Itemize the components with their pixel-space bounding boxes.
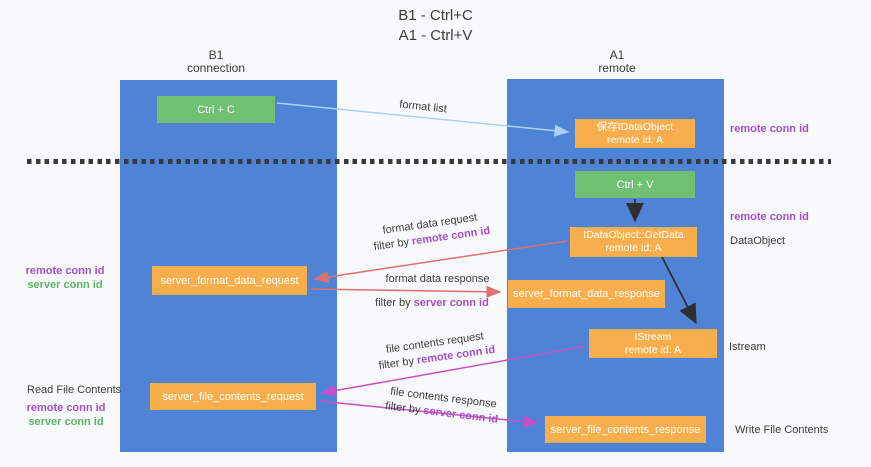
left-remote-conn-id-bottom: remote conn id: [26, 402, 106, 414]
left-conn-id-stack-bottom: remote conn id server conn id: [25, 401, 107, 429]
istream-box-line2: remote id: A: [624, 343, 682, 356]
lane-header-b1: B1 connection: [166, 49, 266, 75]
lane-header-a1: A1 remote: [567, 49, 667, 75]
filter-by-text: filter by: [384, 400, 422, 417]
server-file-contents-response-box: server_file_contents_response: [545, 416, 706, 443]
idataobject-getdata-line1: IDataObject::GetData: [583, 229, 684, 241]
istream-side-label: Istream: [729, 341, 766, 353]
idataobject-getdata-box: IDataObject::GetData remote id: A: [570, 227, 697, 257]
lane-a1-role: remote: [598, 61, 636, 75]
right-remote-conn-id-top: remote conn id: [730, 123, 809, 135]
idataobject-getdata-line2: remote id: A: [605, 242, 662, 254]
arrow-format-data-response: [310, 285, 502, 298]
server-format-data-request-label: server_format_data_request: [160, 274, 299, 287]
file-contents-request-label: file contents request filter byremote co…: [371, 327, 502, 375]
session-divider-dashed-line: [27, 159, 831, 164]
filter-server-conn-id: server conn id: [413, 297, 489, 309]
save-idataobject-line1: 保存IDataObject: [596, 120, 674, 133]
diagram-title: B1 - Ctrl+C A1 - Ctrl+V: [0, 6, 871, 46]
lane-b1-name: B1: [208, 48, 224, 62]
left-conn-id-stack-top: remote conn id server conn id: [24, 264, 106, 292]
filter-by-text: filter by: [375, 297, 411, 309]
server-file-contents-response-label: server_file_contents_response: [550, 423, 701, 436]
server-file-contents-request-box: server_file_contents_request: [150, 383, 316, 410]
server-file-contents-request-label: server_file_contents_request: [162, 390, 304, 403]
server-format-data-request-box: server_format_data_request: [152, 266, 307, 295]
read-file-contents-label: Read File Contents: [27, 384, 122, 396]
ctrl-v-box: Ctrl + V: [575, 171, 695, 198]
istream-box: IStream remote id: A: [589, 329, 717, 358]
ctrl-c-label: Ctrl + C: [197, 103, 235, 116]
server-format-data-response-label: server_format_data_response: [513, 288, 660, 300]
left-remote-conn-id-top: remote conn id: [25, 265, 105, 277]
right-remote-conn-id-mid: remote conn id: [730, 211, 809, 223]
ctrl-c-box: Ctrl + C: [157, 96, 275, 123]
lane-b1-role: connection: [186, 61, 246, 75]
format-list-label: format list: [398, 98, 448, 116]
write-file-contents-label: Write File Contents: [735, 424, 829, 436]
save-idataobject-box: 保存IDataObject remote id: A: [575, 119, 695, 148]
istream-box-line1: IStream: [634, 330, 672, 343]
server-format-data-response-box: server_format_data_response: [508, 280, 665, 308]
ctrl-v-label: Ctrl + V: [616, 178, 654, 191]
format-data-response-label: format data response: [385, 273, 490, 285]
dataobject-label: DataObject: [730, 235, 786, 247]
filter-by-text: filter by: [373, 236, 410, 254]
left-server-conn-id-top: server conn id: [27, 279, 103, 291]
save-idataobject-line2: remote id: A: [606, 133, 663, 146]
title-line-a1: A1 - Ctrl+V: [398, 27, 473, 44]
filter-by-text: filter by: [378, 355, 415, 373]
title-line-b1: B1 - Ctrl+C: [398, 7, 473, 24]
lane-a1-name: A1: [609, 48, 625, 62]
format-data-request-label: format data request filter byremote conn…: [349, 206, 514, 258]
left-server-conn-id-bottom: server conn id: [28, 416, 104, 428]
